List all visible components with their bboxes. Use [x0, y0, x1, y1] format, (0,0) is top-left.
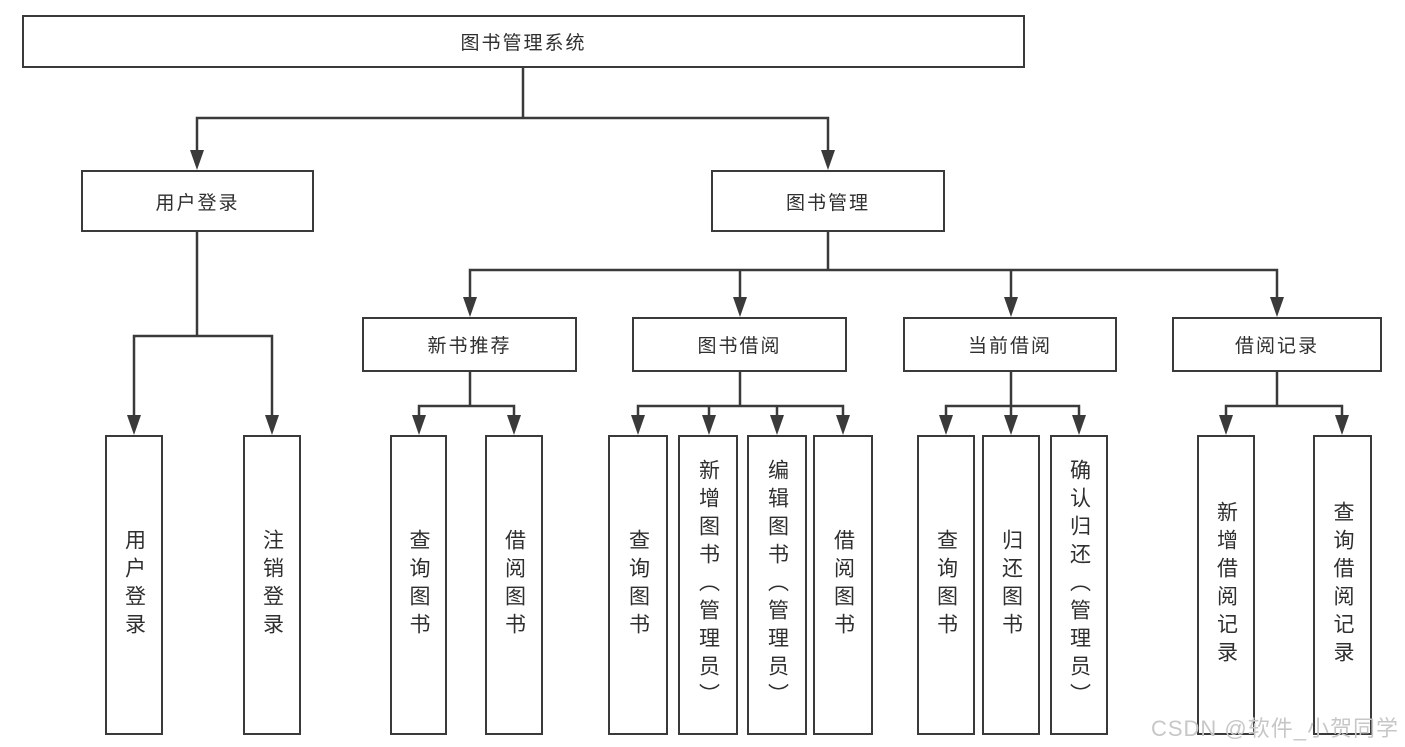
arrowhead — [702, 415, 716, 435]
leaf-label: 新增图书（管理员） — [696, 459, 720, 711]
connector-root — [195, 66, 830, 154]
leaf-label: 编辑图书（管理员） — [765, 459, 789, 711]
arrowhead — [770, 415, 784, 435]
connector-new-book — [417, 370, 516, 420]
leaf-borrow-edit-books-admin: 编辑图书（管理员） — [747, 435, 807, 735]
leaf-user-login: 用户登录 — [105, 435, 163, 735]
leaf-label: 归还图书 — [999, 529, 1023, 641]
connector-user-login — [132, 230, 274, 419]
arrowhead — [836, 415, 850, 435]
leaf-label: 查询借阅记录 — [1331, 501, 1354, 669]
arrowhead — [507, 415, 521, 435]
leaf-current-confirm-return-admin: 确认归还（管理员） — [1050, 435, 1108, 735]
leaf-borrow-add-books-admin: 新增图书（管理员） — [678, 435, 738, 735]
arrowhead — [733, 297, 747, 317]
leaf-label: 借阅图书 — [831, 529, 855, 641]
arrowhead — [1072, 415, 1086, 435]
leaf-borrow-query-books: 查询图书 — [608, 435, 668, 735]
node-current-borrow: 当前借阅 — [903, 317, 1117, 372]
arrowhead — [1335, 415, 1349, 435]
connector-current-borrow — [944, 370, 1081, 420]
arrowhead — [265, 415, 279, 435]
arrowhead — [1004, 415, 1018, 435]
node-borrow-record: 借阅记录 — [1172, 317, 1382, 372]
leaf-label: 注销登录 — [260, 529, 284, 641]
leaf-label: 查询图书 — [626, 529, 650, 641]
leaf-newbook-borrow-books: 借阅图书 — [485, 435, 543, 735]
leaf-label: 确认归还（管理员） — [1067, 459, 1091, 711]
leaf-borrow-borrow-books: 借阅图书 — [813, 435, 873, 735]
arrowhead — [412, 415, 426, 435]
node-user-login-module: 用户登录 — [81, 170, 314, 232]
node-new-book-recommend: 新书推荐 — [362, 317, 577, 372]
arrowhead — [939, 415, 953, 435]
leaf-label: 借阅图书 — [502, 529, 526, 641]
leaf-label: 查询图书 — [934, 529, 958, 641]
leaf-logout: 注销登录 — [243, 435, 301, 735]
arrowhead — [1270, 297, 1284, 317]
leaf-label: 新增借阅记录 — [1214, 501, 1238, 669]
node-root-library-system: 图书管理系统 — [22, 15, 1025, 68]
leaf-current-query-books: 查询图书 — [917, 435, 975, 735]
leaf-label: 用户登录 — [122, 529, 146, 641]
arrowhead — [821, 150, 835, 170]
arrowhead — [1004, 297, 1018, 317]
leaf-record-query-borrow-record: 查询借阅记录 — [1313, 435, 1372, 735]
connector-book-management — [468, 230, 1279, 302]
node-book-management-module: 图书管理 — [711, 170, 945, 232]
connector-borrow-record — [1224, 370, 1344, 420]
leaf-current-return-books: 归还图书 — [982, 435, 1040, 735]
arrowhead — [463, 297, 477, 317]
csdn-watermark: CSDN @软件_小贺同学 — [1150, 716, 1399, 741]
arrowhead — [127, 415, 141, 435]
leaf-record-add-borrow-record: 新增借阅记录 — [1197, 435, 1255, 735]
leaf-label: 查询图书 — [407, 529, 430, 641]
arrowhead — [190, 150, 204, 170]
leaf-newbook-query-books: 查询图书 — [390, 435, 447, 735]
node-book-borrow: 图书借阅 — [632, 317, 847, 372]
connector-book-borrow — [636, 370, 845, 420]
arrowhead — [631, 415, 645, 435]
arrowhead — [1219, 415, 1233, 435]
